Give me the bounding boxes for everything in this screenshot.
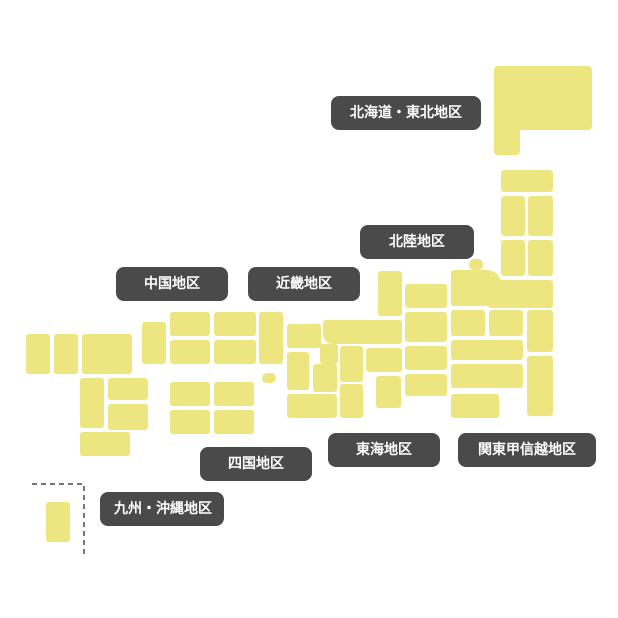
- region-label-hokuriku[interactable]: 北陸地区: [360, 225, 474, 259]
- region-label-tokai[interactable]: 東海地区: [328, 433, 440, 467]
- pref-hyogo[interactable]: [259, 312, 283, 364]
- pref-shiga[interactable]: [320, 344, 338, 364]
- pref-sado-island[interactable]: [469, 259, 483, 270]
- pref-miyagi[interactable]: [528, 240, 553, 276]
- pref-tochigi[interactable]: [489, 310, 523, 336]
- region-label-kinki[interactable]: 近畿地区: [248, 267, 360, 301]
- region-label-hokkaido-tohoku[interactable]: 北海道・東北地区: [331, 96, 481, 130]
- pref-mie[interactable]: [340, 346, 363, 382]
- pref-kumamoto[interactable]: [80, 378, 104, 428]
- pref-shizuoka[interactable]: [376, 376, 401, 408]
- pref-yamagata[interactable]: [501, 240, 525, 276]
- pref-ishikawa[interactable]: [378, 271, 402, 316]
- pref-gunma[interactable]: [451, 310, 485, 336]
- pref-kanagawa[interactable]: [451, 394, 499, 418]
- pref-kagawa[interactable]: [214, 382, 254, 406]
- pref-ehime[interactable]: [170, 382, 210, 406]
- pref-tokushima[interactable]: [214, 410, 254, 434]
- pref-chiba[interactable]: [527, 356, 553, 416]
- pref-yamanashi[interactable]: [405, 374, 447, 396]
- pref-aichi[interactable]: [340, 384, 363, 418]
- pref-kagoshima[interactable]: [80, 432, 130, 456]
- pref-nagano-south[interactable]: [405, 346, 447, 370]
- pref-miyazaki[interactable]: [108, 404, 148, 430]
- pref-shimane[interactable]: [170, 312, 210, 336]
- pref-niigata[interactable]: [451, 270, 501, 306]
- region-label-shikoku[interactable]: 四国地区: [200, 447, 312, 481]
- pref-saitama[interactable]: [451, 340, 523, 360]
- pref-hiroshima[interactable]: [170, 340, 210, 364]
- pref-awaji[interactable]: [262, 373, 276, 383]
- pref-aichi-north[interactable]: [366, 348, 402, 372]
- pref-saga[interactable]: [54, 334, 78, 374]
- region-label-kanto-koshinetsu[interactable]: 関東甲信越地区: [458, 433, 596, 467]
- pref-gifu[interactable]: [366, 320, 402, 344]
- pref-tottori[interactable]: [214, 312, 256, 336]
- region-label-kyushu-okinawa[interactable]: 九州・沖縄地区: [100, 492, 224, 526]
- pref-ibaraki[interactable]: [527, 310, 553, 352]
- pref-nagasaki[interactable]: [26, 334, 50, 374]
- pref-iwate[interactable]: [528, 196, 553, 236]
- pref-nara[interactable]: [313, 364, 337, 392]
- region-label-chugoku[interactable]: 中国地区: [116, 267, 228, 301]
- pref-toyama[interactable]: [405, 284, 447, 308]
- pref-wakayama[interactable]: [287, 394, 337, 418]
- pref-hokkaido-tail[interactable]: [494, 100, 520, 155]
- pref-nagano[interactable]: [405, 312, 447, 342]
- pref-akita[interactable]: [501, 196, 525, 236]
- pref-okinawa[interactable]: [46, 502, 70, 542]
- pref-kochi[interactable]: [170, 410, 210, 434]
- pref-osaka[interactable]: [287, 352, 309, 390]
- pref-yamaguchi[interactable]: [142, 322, 166, 364]
- pref-oita[interactable]: [108, 378, 148, 400]
- pref-okayama[interactable]: [214, 340, 256, 364]
- pref-tokyo[interactable]: [451, 364, 523, 388]
- pref-kyoto[interactable]: [287, 324, 321, 348]
- pref-fukuoka[interactable]: [82, 334, 132, 374]
- pref-aomori[interactable]: [501, 170, 553, 192]
